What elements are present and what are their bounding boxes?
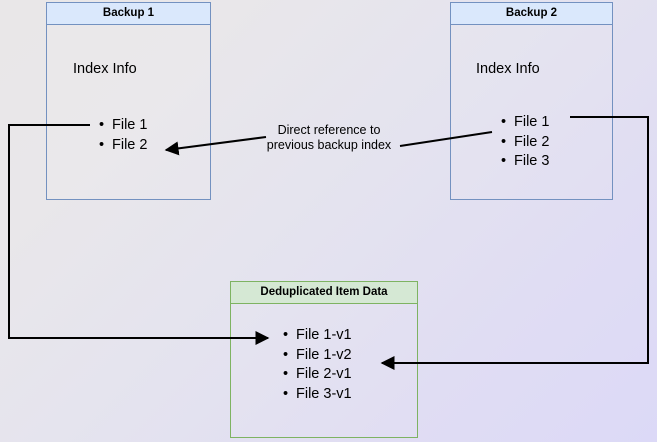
node-backup-1-body: Index Info File 1 File 2: [47, 25, 210, 199]
list-item: File 3: [501, 152, 550, 172]
list-item: File 2: [501, 133, 550, 153]
list-item: File 1: [99, 116, 148, 136]
list-item: File 2-v1: [283, 365, 352, 385]
node-backup-2[interactable]: Backup 2 Index Info File 1 File 2 File 3: [450, 2, 613, 200]
list-item: File 1-v1: [283, 326, 352, 346]
list-item: File 1-v2: [283, 346, 352, 366]
node-deduplicated-item-data-body: File 1-v1 File 1-v2 File 2-v1 File 3-v1: [231, 304, 417, 437]
backup-1-file-list: File 1 File 2: [97, 116, 148, 156]
node-deduplicated-item-data-header: Deduplicated Item Data: [231, 282, 417, 304]
list-item: File 2: [99, 136, 148, 156]
node-backup-1[interactable]: Backup 1 Index Info File 1 File 2: [46, 2, 211, 200]
dedup-file-list: File 1-v1 File 1-v2 File 2-v1 File 3-v1: [281, 326, 352, 404]
node-deduplicated-item-data[interactable]: Deduplicated Item Data File 1-v1 File 1-…: [230, 281, 418, 438]
edge-label-line-1: Direct reference to: [277, 123, 381, 137]
edge-label-direct-reference: Direct reference to previous backup inde…: [249, 123, 409, 153]
edge-label-line-2: previous backup index: [266, 138, 392, 152]
backup-1-index-info-label: Index Info: [73, 61, 137, 77]
list-item: File 3-v1: [283, 385, 352, 405]
node-backup-1-header: Backup 1: [47, 3, 210, 25]
list-item: File 1: [501, 113, 550, 133]
node-backup-2-header: Backup 2: [451, 3, 612, 25]
backup-2-file-list: File 1 File 2 File 3: [499, 113, 550, 172]
backup-2-index-info-label: Index Info: [476, 61, 540, 77]
node-backup-2-body: Index Info File 1 File 2 File 3: [451, 25, 612, 199]
